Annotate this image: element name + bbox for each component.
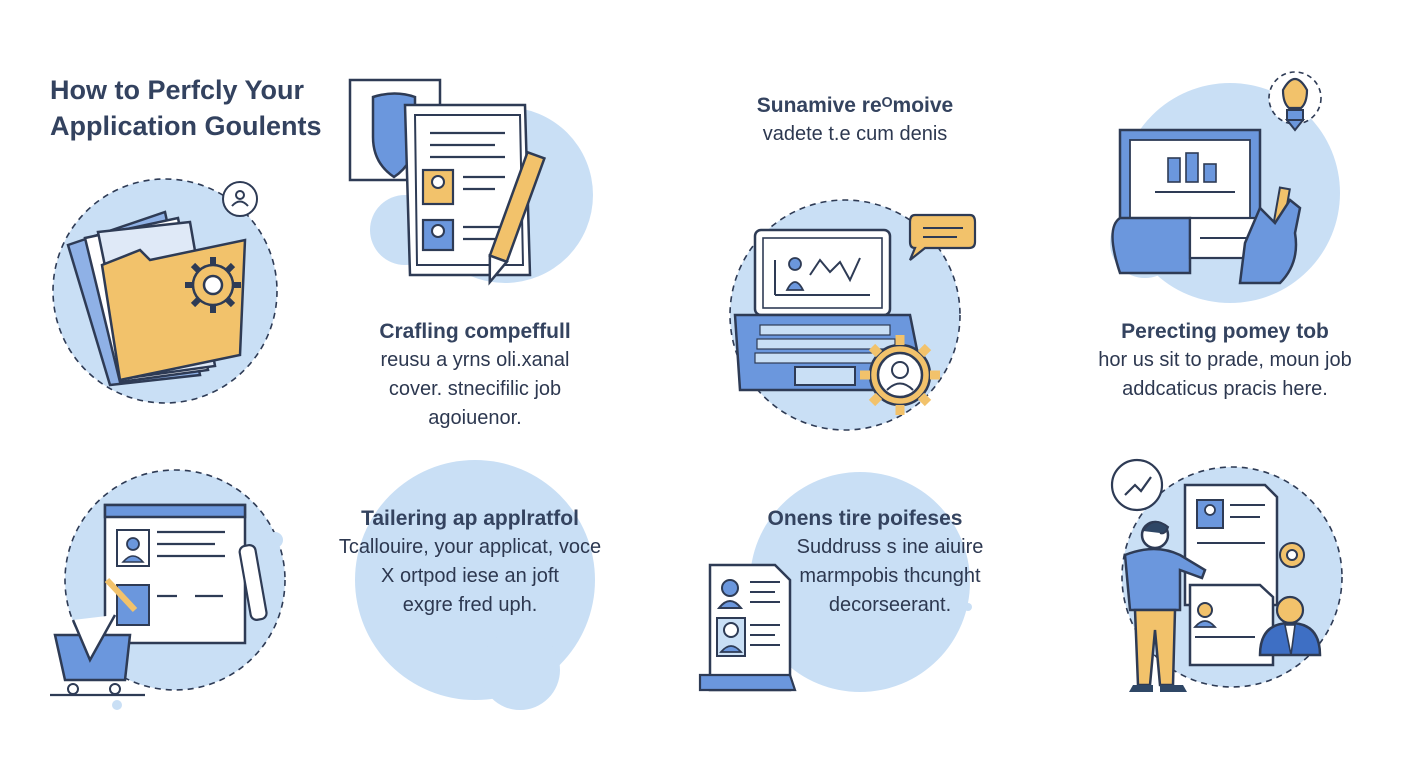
body-line: agoiuenor. [428,407,522,429]
resume-documents-icon [698,472,972,692]
body-line: vadete t.e cum denis [762,123,948,145]
body-line: X ortpod iese an joft [381,565,559,587]
body-line: exgre fred uph. [402,594,538,616]
section-body: vadete t.e cum denis [720,120,990,149]
browser-cart-icon [50,469,286,710]
section-body: hor us sit to prade, moun job addcaticus… [1075,346,1375,404]
page-title: How to Perfcly Your Application Goulents [50,72,350,144]
body-line: cover. stnecifilic job [388,378,562,400]
laptop-chart-icon [729,199,977,431]
presenter-person-icon [1110,458,1343,692]
section-heading: Perecting pomey tob [1121,320,1329,343]
body-line: hor us sit to prade, moun job [1098,349,1352,371]
presentation-hand-icon [1110,71,1340,303]
body-line: Suddruss s ine aiuire [796,536,984,558]
section-heading: Crafling compeffull [379,320,571,343]
section-body: reusu a yrns oli.xanal cover. stnecifili… [350,346,600,433]
body-line: decorseerant. [828,594,952,616]
section-heading: Sunamive reᴼmoive [756,94,954,117]
section-perfecting: Perecting pomey tob hor us sit to prade,… [1075,318,1375,404]
body-line: reusu a yrns oli.xanal [380,349,570,371]
section-onens: Onens tire poifeses Suddruss s ine aiuir… [740,505,1050,620]
section-tailoring: Tailering ap applratfol Tcallouire, your… [330,505,610,620]
section-heading: Tailering ap applratfol [361,507,579,530]
blob-decoration [355,460,595,710]
title-line-1: How to Perfcly Your [50,75,305,105]
body-line: addcaticus pracis here. [1122,378,1328,400]
resume-shield-pencil-icon [348,78,593,286]
section-body: Suddruss s ine aiuire marmpobis thcunght… [740,533,1030,620]
section-heading: Onens tire poifeses [767,507,963,530]
section-crafting: Crafling compeffull reusu a yrns oli.xan… [350,318,600,433]
body-line: marmpobis thcunght [799,565,981,587]
section-summary: Sunamive reᴼmoive vadete t.e cum denis [720,92,990,149]
folder-gear-icon [52,178,278,404]
section-body: Tcallouire, your applicat, voce X ortpod… [330,533,610,620]
title-line-2: Application Goulents [50,111,322,141]
body-line: Tcallouire, your applicat, voce [338,536,602,558]
